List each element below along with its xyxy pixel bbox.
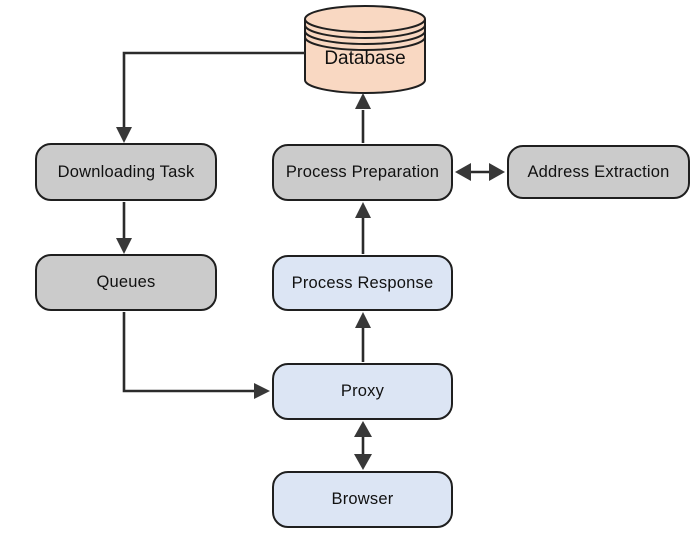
database-cylinder-icon [304,5,426,94]
node-process-preparation: Process Preparation [272,144,453,201]
node-process-preparation-label: Process Preparation [285,163,440,181]
node-queues: Queues [35,254,217,311]
edge-queues-to-proxy [122,312,255,393]
arrowhead-into-database [355,93,371,109]
node-browser: Browser [272,471,453,528]
node-process-response-label: Process Response [291,273,434,292]
edge-database-to-downloading-task [122,51,305,128]
arrowhead-into-proxy [254,383,270,399]
arrowhead-into-process-preparation-right [455,163,471,181]
node-address-extraction: Address Extraction [507,145,690,199]
arrowhead-into-browser [354,454,372,470]
node-process-response: Process Response [272,255,453,311]
node-queues-label: Queues [96,273,156,291]
arrowhead-into-process-response [355,312,371,328]
node-downloading-task-label: Downloading Task [57,162,195,181]
node-database-label: Database [324,48,406,69]
arrowhead-into-address-extraction [489,163,505,181]
node-downloading-task: Downloading Task [35,143,217,201]
arrowhead-into-proxy-bottom [354,421,372,437]
node-browser-label: Browser [331,490,394,508]
arrowhead-into-process-preparation [355,202,371,218]
node-address-extraction-label: Address Extraction [527,162,670,181]
arrowhead-into-downloading-task [116,127,132,143]
node-proxy: Proxy [272,363,453,420]
node-proxy-label: Proxy [340,382,385,400]
arrowhead-into-queues [116,238,132,254]
